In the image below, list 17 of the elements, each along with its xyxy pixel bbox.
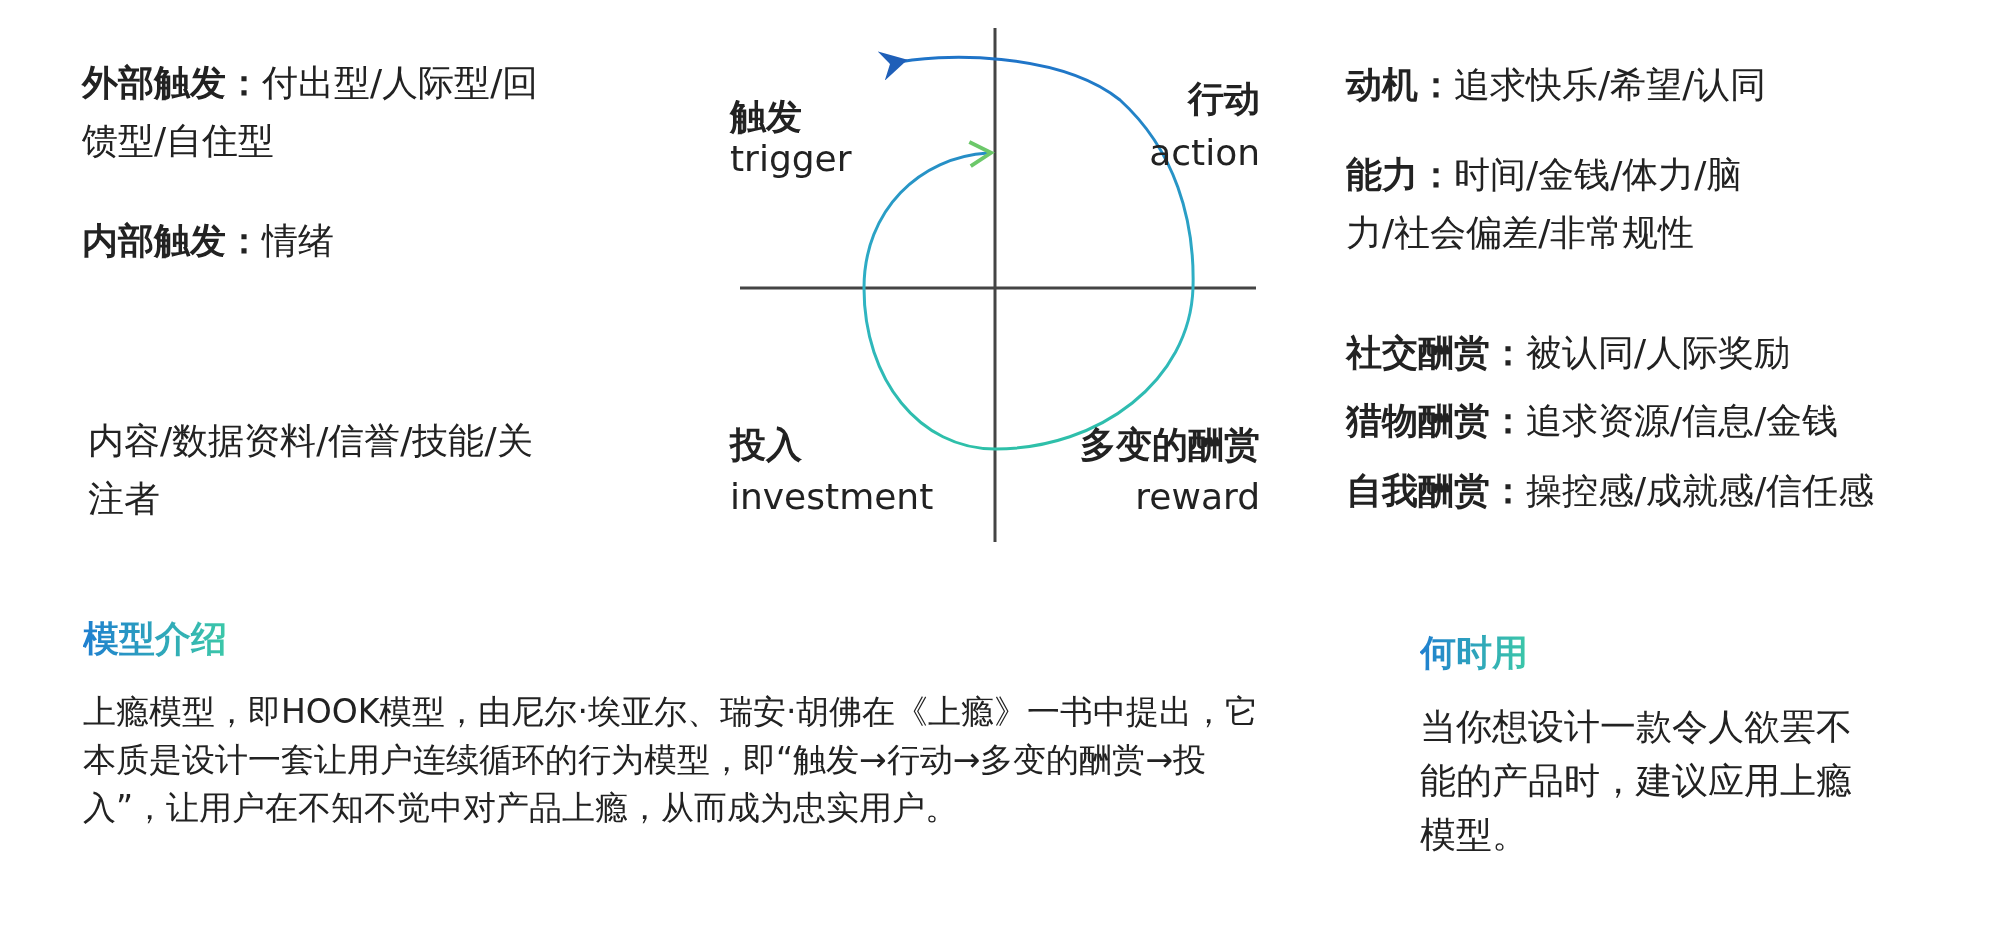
reward-note: 猎物酬赏：追求资源/信息/金钱: [1346, 399, 1839, 443]
trigger-note: 外部触发：付出型/人际型/回馈型/自住型: [82, 61, 540, 163]
quadrant-title: 触发: [730, 95, 802, 139]
quadrant-subtitle: reward: [1135, 475, 1260, 519]
reward-note: 自我酬赏：操控感/成就感/信任感: [1346, 469, 1875, 513]
investment-note: 内容/数据资料/信誉/技能/关注者: [88, 419, 534, 521]
description-paragraph: 上瘾模型，即HOOK模型，由尼尔·埃亚尔、瑞安·胡佛在《上瘾》一书中提出，它本质是设计一套让用户连续循环的行为模型，即“触发→行动→多变的酬赏→投入”，让用户在不知不觉中对产品上瘾，从而成为忠实用户。: [83, 691, 1260, 829]
quadrant-title: 行动: [1188, 77, 1260, 121]
quadrant-title: 投入: [730, 423, 802, 467]
action-note: 能力：时间/金钱/体力/脑力/社会偏差/非常规性: [1346, 153, 1744, 255]
quadrant-subtitle: trigger: [730, 137, 852, 181]
usage-paragraph: 当你想设计一款令人欲罢不能的产品时，建议应用上瘾模型。: [1420, 705, 1853, 857]
trigger-note: 内部触发：情绪: [82, 219, 334, 263]
action-note: 动机：追求快乐/希望/认同: [1346, 63, 1767, 107]
quadrant-subtitle: investment: [730, 475, 934, 519]
reward-note: 社交酬赏：被认同/人际奖励: [1346, 331, 1791, 375]
quadrant-title: 多变的酬赏: [1080, 423, 1260, 467]
